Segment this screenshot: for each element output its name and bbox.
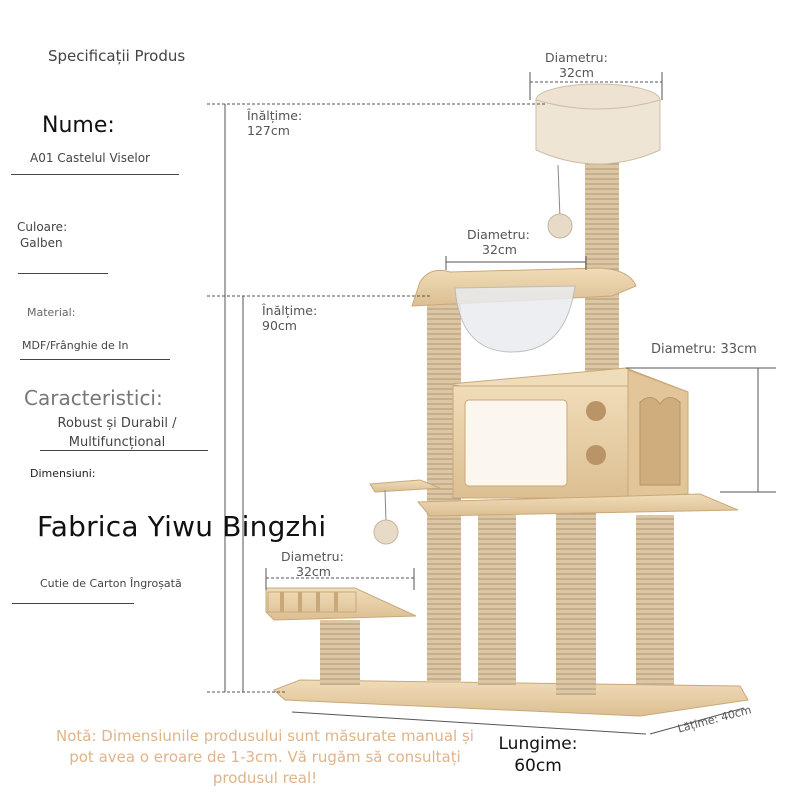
low-diameter-label: Diametru: 32cm bbox=[281, 549, 344, 579]
height-total-label: Înălțime: 127cm bbox=[247, 108, 302, 138]
post-center-top bbox=[585, 142, 619, 387]
height-total-value: 127cm bbox=[247, 123, 290, 138]
post-front-2 bbox=[556, 505, 596, 695]
top-diameter-value: 32cm bbox=[559, 65, 594, 80]
height-mid-value: 90cm bbox=[262, 318, 297, 333]
base-plank bbox=[273, 679, 749, 717]
post-front-1 bbox=[478, 515, 516, 685]
height-total-title: Înălțime: bbox=[247, 108, 303, 123]
material-divider bbox=[20, 359, 170, 360]
features-line-2: Multifuncțional bbox=[68, 435, 166, 450]
features-value: Robust și Durabil / Multifuncțional bbox=[32, 414, 202, 452]
material-value: MDF/Frânghie de In bbox=[22, 339, 129, 352]
top-diameter-title: Diametru: bbox=[545, 50, 608, 65]
bowl-diameter-value: 32cm bbox=[482, 242, 517, 257]
cat-shaped-door bbox=[639, 397, 681, 486]
hanging-ball-top bbox=[547, 213, 573, 239]
length-label: Lungime: 60cm bbox=[490, 733, 586, 777]
clear-bowl bbox=[454, 285, 576, 353]
box-diameter-label: Diametru: 33cm bbox=[651, 342, 757, 357]
low-lounge bbox=[265, 587, 417, 621]
bowl-diameter-label: Diametru: 32cm bbox=[467, 227, 530, 257]
material-label: Material: bbox=[27, 306, 76, 319]
packaging-divider bbox=[12, 603, 134, 604]
post-front-3 bbox=[636, 515, 674, 685]
house-opening bbox=[464, 399, 568, 487]
disclaimer-note: Notă: Dimensiunile produsului sunt măsur… bbox=[56, 727, 474, 787]
color-divider bbox=[18, 273, 108, 274]
post-low bbox=[320, 620, 360, 685]
top-bed-body bbox=[535, 99, 661, 165]
low-diameter-title: Diametru: bbox=[281, 549, 344, 564]
brand-name: Fabrica Yiwu Bingzhi bbox=[37, 510, 327, 543]
dimension-lines bbox=[207, 72, 776, 735]
house-hole-1 bbox=[586, 401, 606, 421]
color-value: Galben bbox=[20, 236, 63, 250]
bowl-diameter-title: Diametru: bbox=[467, 227, 530, 242]
house-hole-2 bbox=[586, 445, 606, 465]
name-divider bbox=[11, 174, 179, 175]
height-mid-label: Înălțime: 90cm bbox=[262, 303, 317, 333]
middle-platform bbox=[416, 493, 739, 517]
name-label: Nume: bbox=[42, 113, 115, 138]
length-value: 60cm bbox=[514, 756, 562, 776]
dimensions-label: Dimensiuni: bbox=[30, 467, 96, 480]
features-divider bbox=[40, 450, 208, 451]
name-value: A01 Castelul Viselor bbox=[30, 151, 150, 165]
low-diameter-value: 32cm bbox=[296, 564, 331, 579]
color-label: Culoare: bbox=[17, 220, 68, 234]
length-title: Lungime: bbox=[498, 734, 578, 754]
packaging-value: Cutie de Carton Îngroșată bbox=[40, 577, 182, 590]
features-label: Caracteristici: bbox=[24, 386, 163, 410]
top-diameter-label: Diametru: 32cm bbox=[545, 50, 608, 80]
height-mid-title: Înălțime: bbox=[262, 303, 318, 318]
features-line-1: Robust și Durabil / bbox=[57, 416, 177, 431]
hanging-ball-low bbox=[373, 519, 399, 545]
spec-title: Specificații Produs bbox=[48, 47, 186, 65]
small-step bbox=[369, 479, 441, 493]
